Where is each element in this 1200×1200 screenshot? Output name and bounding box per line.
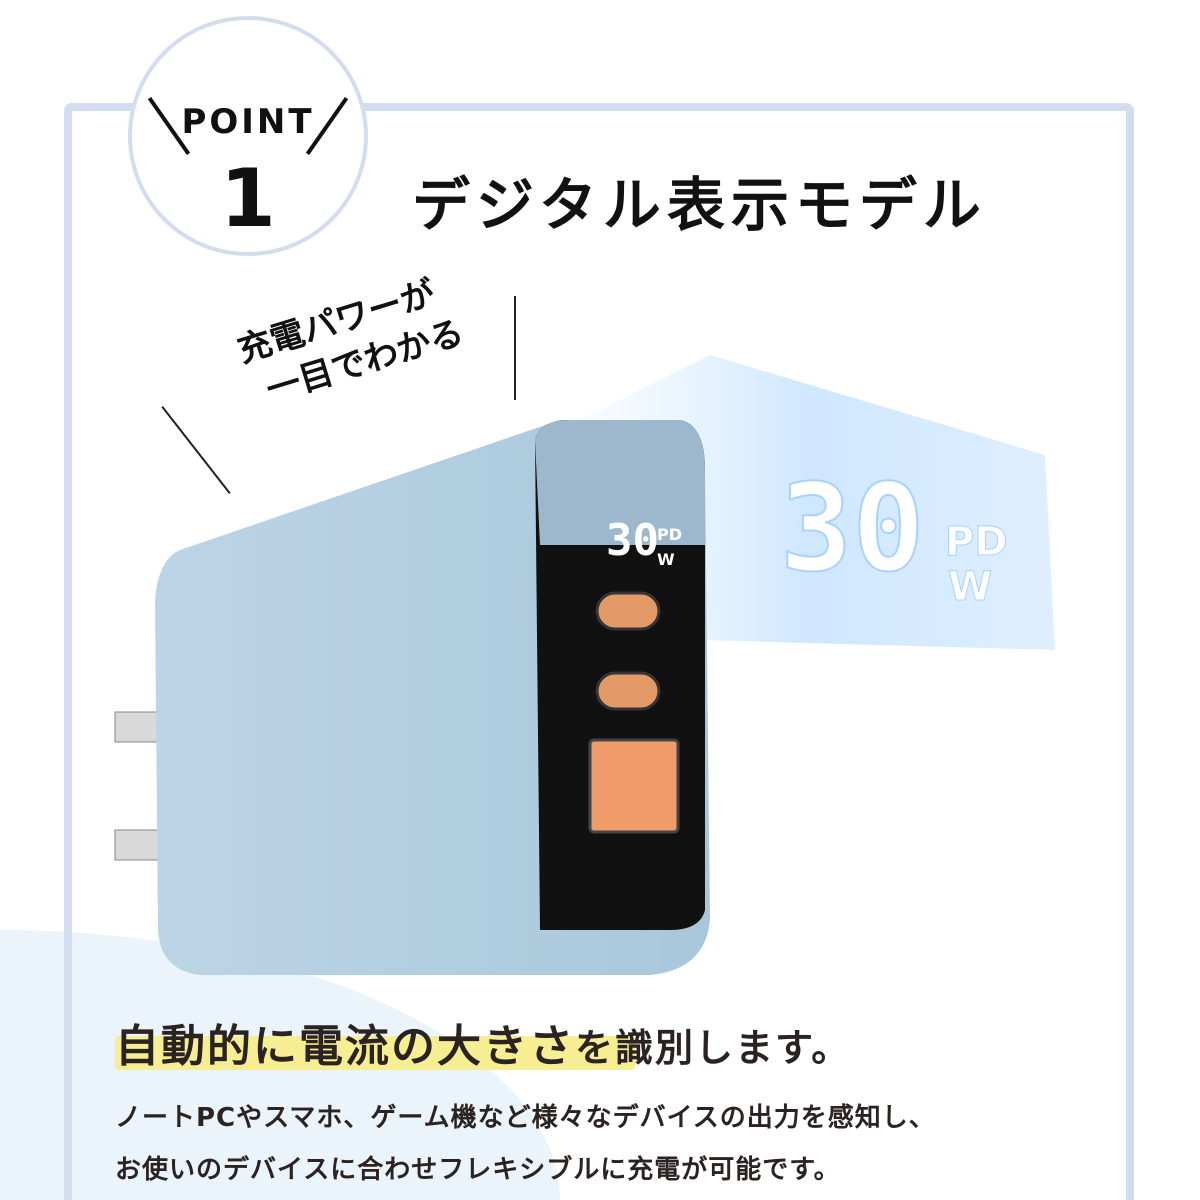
content-frame (64, 103, 1134, 1200)
badge-label: POINT (181, 102, 315, 142)
callout-line-right (514, 296, 516, 400)
display-unit-w: W (657, 550, 675, 569)
usb-c-port-2 (595, 671, 661, 711)
badge-number: 1 (220, 152, 276, 245)
headline-rest: を識別します。 (575, 1026, 852, 1070)
description: ノートPCやスマホ、ゲーム機など様々なデバイスの出力を感知し、 お使いのデバイス… (115, 1092, 936, 1196)
headline-highlighted: 自動的に電流の大きさ (115, 1021, 575, 1072)
display-window (535, 420, 705, 545)
usb-a-port (588, 738, 680, 834)
description-line-1: ノートPCやスマホ、ゲーム機など様々なデバイスの出力を感知し、 (115, 1103, 936, 1133)
projected-unit-pd: PD (945, 519, 1008, 565)
description-line-2: お使いのデバイスに合わせフレキシブルに充電が可能です。 (115, 1155, 841, 1185)
display-value: 30 (606, 515, 659, 566)
display-unit-pd: PD (657, 525, 682, 544)
headline-highlight (115, 1036, 635, 1070)
point-badge: POINT 1 (128, 16, 368, 256)
projected-value: 30 (780, 460, 925, 599)
usb-c-port-1 (595, 591, 661, 631)
headline: 自動的に電流の大きさを識別します。 (115, 1010, 851, 1074)
projected-unit-w: W (948, 564, 992, 610)
page-title: デジタル表示モデル (412, 171, 987, 239)
